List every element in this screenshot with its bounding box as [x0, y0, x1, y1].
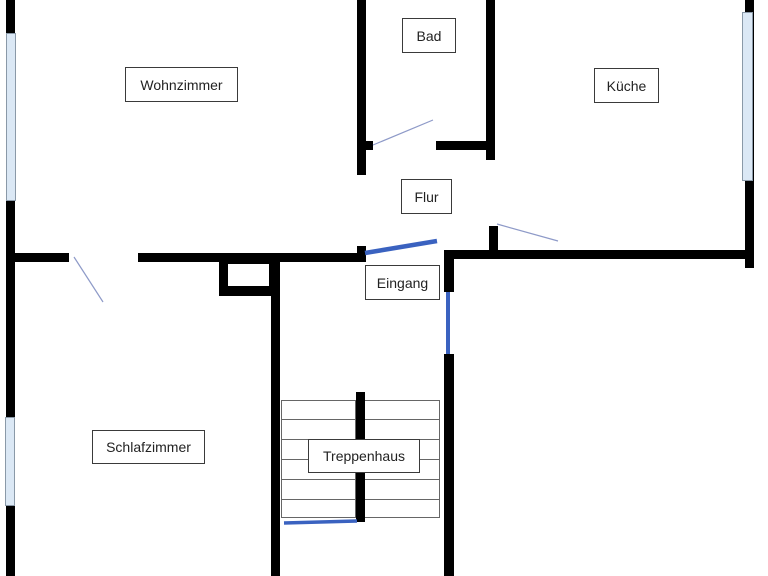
door-swing-bad — [372, 119, 434, 146]
chimney-inner — [228, 264, 269, 286]
room-label-wohnzimmer: Wohnzimmer — [125, 67, 238, 102]
wall-eingang-right-top — [444, 250, 454, 292]
room-label-bad: Bad — [402, 18, 456, 53]
window-wohnzimmer — [6, 33, 16, 201]
wall-schlafzimmer-treppenhaus — [271, 258, 280, 576]
room-label-schlafzimmer: Schlafzimmer — [92, 430, 205, 464]
wall-left-exterior — [6, 0, 15, 576]
wall-wohnzimmer-bad — [357, 0, 366, 175]
wall-kueche-bottom — [445, 250, 754, 259]
wall-flur-stub — [357, 246, 366, 260]
room-label-treppenhaus: Treppenhaus — [308, 439, 420, 473]
stair-landing-rail — [283, 519, 358, 525]
wall-bad-door-stub — [357, 141, 373, 150]
window-kueche — [742, 12, 753, 181]
wall-bad-bottom — [436, 141, 491, 150]
wall-bad-kueche — [486, 0, 495, 160]
room-label-kueche: Küche — [594, 68, 659, 103]
wall-treppenhaus-right — [444, 354, 454, 576]
entrance-door-flur — [364, 238, 438, 256]
wall-wohnzimmer-bottom-right — [138, 253, 366, 262]
stair-step — [281, 499, 356, 518]
room-label-eingang: Eingang — [365, 265, 440, 300]
wall-kueche-door-stub — [489, 226, 498, 254]
door-swing-schlafzimmer — [73, 256, 104, 303]
door-swing-kueche — [496, 223, 559, 242]
wall-wohnzimmer-bottom-left — [6, 253, 69, 262]
window-schlafzimmer — [5, 417, 15, 506]
room-label-flur: Flur — [401, 179, 452, 214]
